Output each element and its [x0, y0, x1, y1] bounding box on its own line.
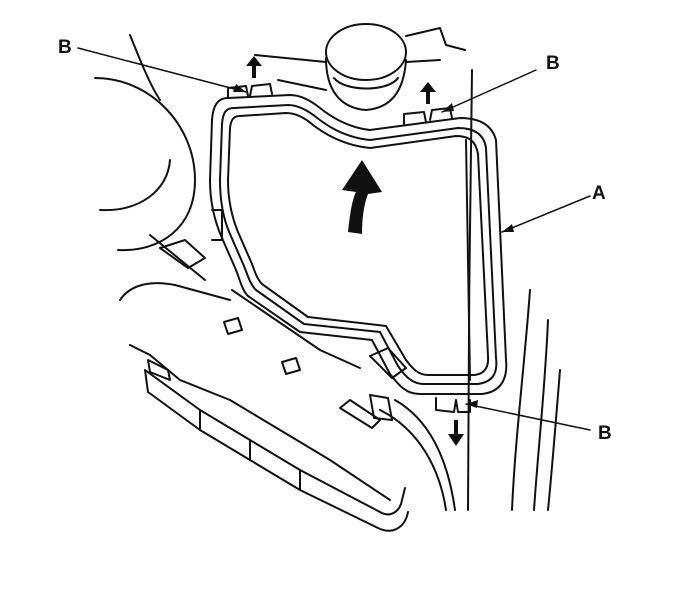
- callout-b-top-right: B: [546, 53, 560, 74]
- reservoir-cap: [254, 23, 466, 111]
- clip-b-bottom-right: [435, 397, 471, 413]
- leader-lines: [77, 47, 591, 431]
- callout-b-top-left: B: [58, 37, 72, 58]
- removal-arrow-large: [342, 160, 382, 234]
- callout-b-bottom-right: B: [598, 423, 612, 444]
- clip-b-top-right: [403, 107, 453, 125]
- callout-a: A: [592, 183, 606, 204]
- cylindrical-component-left: [94, 34, 206, 281]
- arrow-up-icon: [246, 56, 262, 78]
- removal-arrows-small: [246, 56, 464, 446]
- cover-a: [209, 94, 508, 395]
- arrow-down-icon: [448, 420, 464, 446]
- arrow-up-icon: [420, 82, 436, 104]
- engine-bracket-lower: [119, 239, 456, 532]
- leader-arrowheads: [233, 84, 514, 408]
